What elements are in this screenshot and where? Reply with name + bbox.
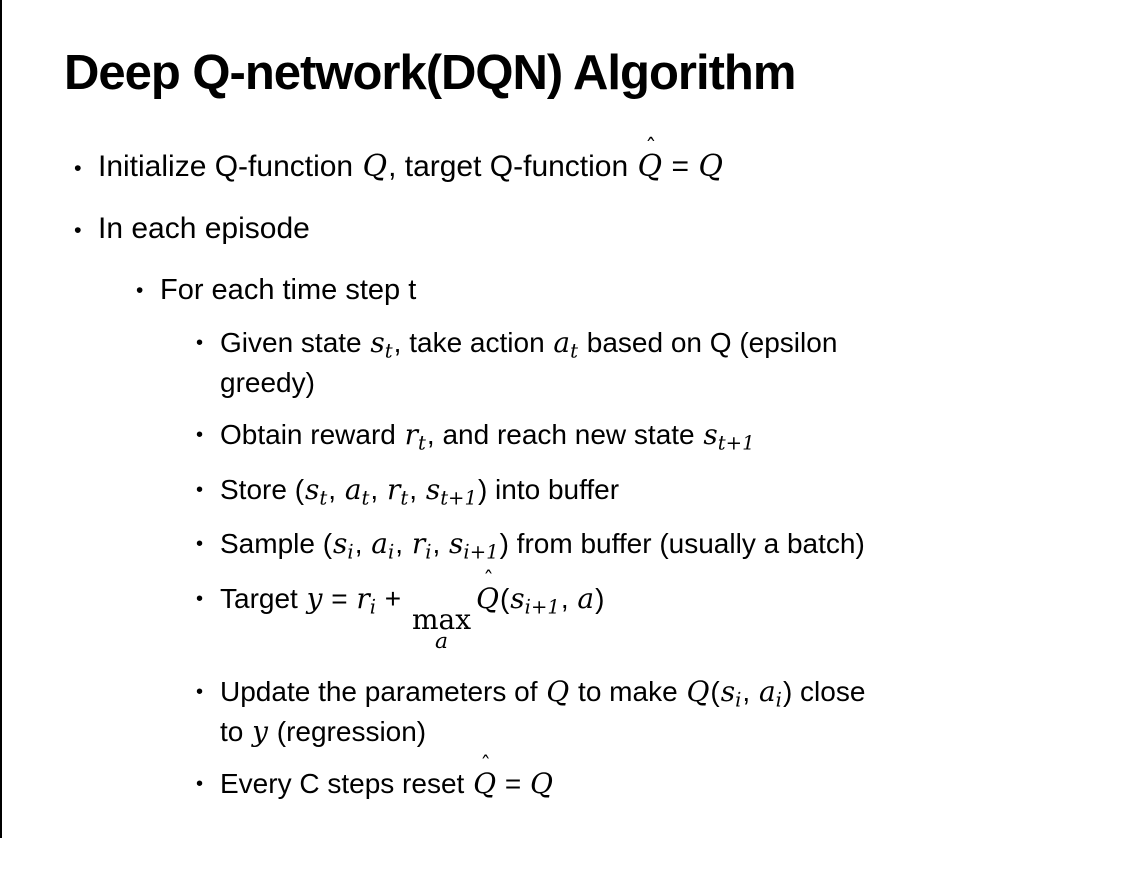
- bullet-item: • Store (st, at, rt, st+1) into buffer: [196, 471, 1094, 512]
- math-subscript-symbol: ri: [411, 527, 432, 564]
- bullet-text: In each episode: [98, 211, 310, 245]
- bullet-marker: •: [136, 278, 144, 302]
- bullet-marker: •: [196, 533, 204, 556]
- bullet-marker: •: [196, 423, 204, 446]
- math-symbol: Q: [362, 148, 388, 184]
- math-subscript-symbol: rt: [386, 472, 409, 510]
- slide-left-edge-line: [0, 0, 2, 838]
- math-subscript-symbol: si+1: [449, 527, 499, 564]
- math-symbol: a: [577, 582, 595, 616]
- bullet-marker: •: [196, 680, 204, 703]
- bullet-item: • Obtain reward rt, and reach new state s…: [196, 416, 1094, 457]
- math-subscript-symbol: at: [553, 325, 578, 363]
- bullet-marker: •: [196, 478, 204, 501]
- bullet-text: Obtain reward rt, and reach new state st…: [220, 417, 755, 455]
- math-symbol: Q: [529, 766, 553, 800]
- bullet-text: For each time step t: [160, 273, 417, 306]
- math-subscript-symbol: ai: [371, 527, 395, 564]
- bullet-text: Initialize Q-function Q, target Q-functi…: [98, 134, 1094, 187]
- math-subscript-symbol: ri: [356, 582, 377, 619]
- math-symbol: Q: [698, 148, 723, 184]
- bullet-item: • For each time step t: [136, 271, 1094, 311]
- math-subscript-symbol: ai: [758, 674, 782, 712]
- math-symbol: y: [252, 715, 268, 749]
- math-subscript-symbol: st+1: [425, 472, 477, 510]
- bullet-text: Sample (si, ai, ri, si+1) from buffer (u…: [220, 527, 865, 564]
- math-symbol: Q: [546, 674, 570, 708]
- bullet-text: Update the parameters of Q to make Q(si,…: [220, 674, 866, 749]
- bullet-item: • Initialize Q-function Q, target Q-funct…: [74, 134, 1094, 188]
- bullet-text: Given state st, take action at based on …: [220, 325, 838, 399]
- math-subscript-symbol: si: [333, 527, 354, 564]
- math-subscript-symbol: si: [720, 674, 742, 712]
- bullet-marker: •: [196, 588, 204, 611]
- bullet-marker: •: [196, 772, 204, 795]
- bullet-text: Store (st, at, rt, st+1) into buffer: [220, 472, 620, 510]
- math-subscript-symbol: rt: [404, 417, 426, 455]
- bullet-item: • In each episode: [74, 209, 1094, 250]
- math-subscript-symbol: st+1: [703, 417, 755, 455]
- page-title: Deep Q-network(DQN) Algorithm: [64, 46, 796, 100]
- math-subscript-symbol: si+1: [510, 582, 560, 619]
- math-symbol: Q: [686, 674, 710, 708]
- bullet-list: • Initialize Q-function Q, target Q-funct…: [64, 134, 1094, 803]
- bullet-item: • Sample (si, ai, ri, si+1) from buffer (…: [196, 525, 1094, 566]
- bullet-item: •Given state st, take action at based on…: [196, 324, 1094, 402]
- math-symbol: y: [306, 582, 323, 616]
- math-subscript-symbol: st: [370, 325, 393, 363]
- math-subscript-symbol: st: [305, 472, 328, 510]
- math-subscript-symbol: at: [344, 472, 370, 510]
- bullet-item: • Update the parameters of Q to make Q(si…: [196, 673, 1094, 751]
- bullet-marker: •: [74, 216, 82, 242]
- bullet-marker: •: [74, 154, 82, 180]
- bullet-marker: •: [196, 331, 204, 354]
